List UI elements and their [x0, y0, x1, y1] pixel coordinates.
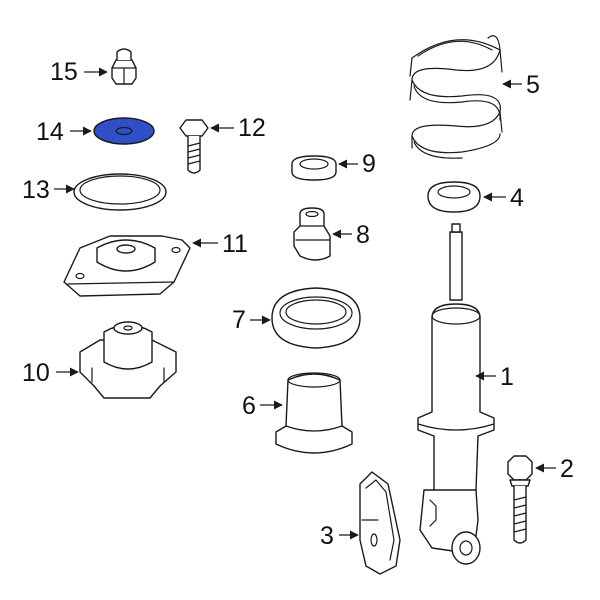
callout-label-8: 8 — [356, 221, 370, 249]
callout-5: 5 — [502, 71, 540, 99]
part-2-bolt[interactable] — [507, 455, 533, 544]
part-4-seat[interactable] — [427, 181, 481, 213]
part-7-spring-seat[interactable] — [271, 287, 361, 349]
callout-label-6: 6 — [242, 392, 256, 420]
callout-13: 13 — [22, 176, 75, 204]
callout-label-1: 1 — [500, 363, 514, 391]
callout-label-2: 2 — [560, 455, 574, 483]
callout-label-5: 5 — [526, 71, 540, 99]
part-8-bumper[interactable] — [293, 207, 331, 261]
callout-label-9: 9 — [362, 150, 376, 178]
part-3-bracket[interactable] — [359, 471, 401, 575]
callout-1: 1 — [475, 363, 514, 391]
callout-label-3: 3 — [320, 522, 334, 550]
callout-label-4: 4 — [510, 184, 524, 212]
callout-2: 2 — [535, 455, 574, 483]
callout-label-15: 15 — [50, 58, 78, 86]
callout-label-13: 13 — [22, 176, 50, 204]
part-15-nut[interactable] — [111, 48, 137, 85]
part-10-bump-stop[interactable] — [79, 321, 177, 399]
callout-label-10: 10 — [22, 359, 50, 387]
callout-label-7: 7 — [232, 306, 246, 334]
part-6-dust-boot[interactable] — [275, 372, 353, 454]
callout-9: 9 — [338, 150, 376, 178]
part-5-coil-spring[interactable] — [409, 35, 503, 159]
part-9-seat[interactable] — [291, 155, 337, 181]
part-1-strut[interactable] — [417, 223, 495, 565]
callout-4: 4 — [483, 184, 524, 212]
callout-8: 8 — [332, 221, 370, 249]
part-12-bolt[interactable] — [179, 119, 209, 174]
part-11-strut-mount[interactable] — [63, 235, 191, 297]
callout-3: 3 — [320, 522, 359, 550]
part-14-washer[interactable] — [93, 117, 155, 145]
callout-6: 6 — [242, 392, 283, 420]
callout-label-14: 14 — [36, 118, 64, 146]
part-13-gasket[interactable] — [73, 173, 167, 211]
callout-14: 14 — [36, 118, 92, 146]
callout-12: 12 — [210, 114, 266, 142]
callout-label-11: 11 — [222, 230, 248, 258]
callout-11: 11 — [192, 230, 248, 258]
callout-7: 7 — [232, 306, 271, 334]
callout-15: 15 — [50, 58, 108, 86]
callout-10: 10 — [22, 359, 79, 387]
callout-label-12: 12 — [238, 114, 266, 142]
